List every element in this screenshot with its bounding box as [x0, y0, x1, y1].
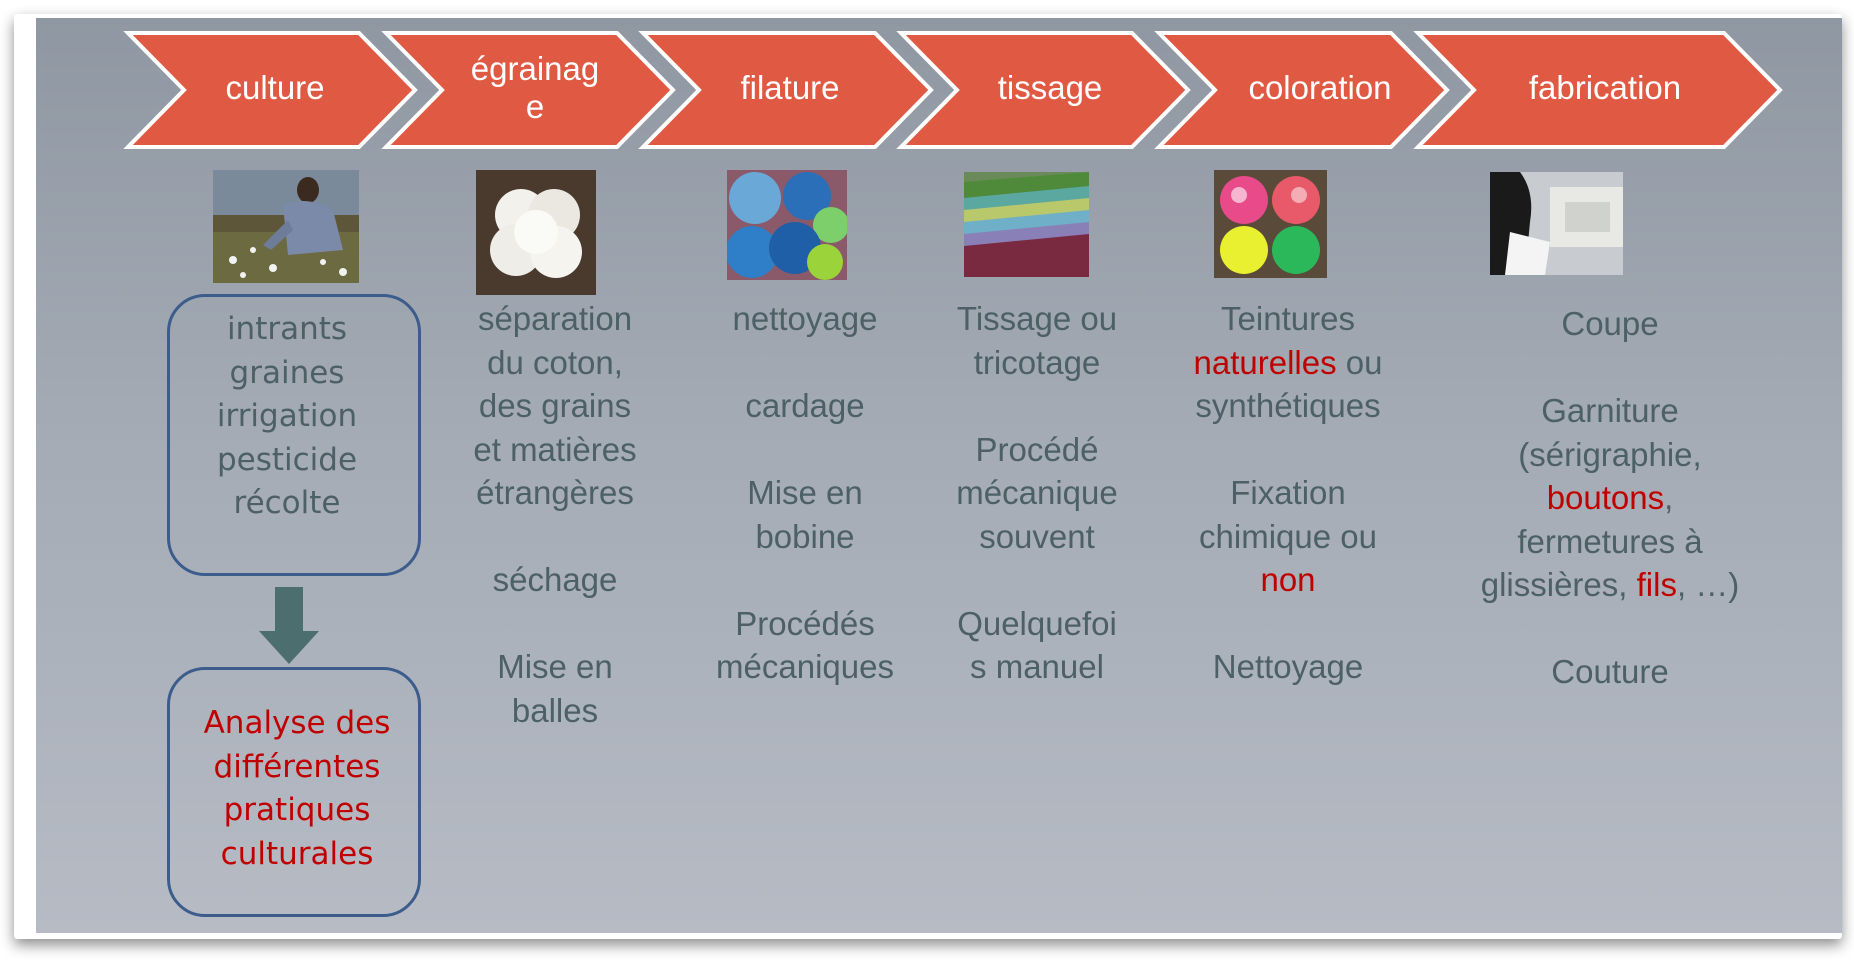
down-arrow-icon — [259, 587, 319, 664]
culture-item: pesticide — [216, 441, 358, 478]
text-line: Tissage ou — [956, 300, 1118, 337]
step-egrainage-line1: égrainag — [470, 50, 600, 87]
chevron-tissage — [896, 31, 1191, 149]
text-line: nettoyage — [732, 300, 878, 337]
text-line: s manuel — [970, 648, 1104, 685]
text-line: des grains — [478, 387, 632, 424]
text-line: balles — [511, 691, 599, 729]
analysis-line: culturales — [220, 835, 374, 872]
text-line: Fixation — [1230, 474, 1346, 511]
chevron-culture — [123, 31, 418, 149]
yarn-balls-photo — [727, 170, 847, 280]
highlight-text: fils — [1636, 566, 1677, 603]
text-line: Mise en — [747, 474, 863, 511]
chevron-coloration — [1154, 31, 1450, 149]
text-line: Nettoyage — [1212, 648, 1364, 685]
cotton-boll-photo — [476, 170, 596, 295]
text-line: séchage — [492, 561, 618, 598]
step-tissage-label: tissage — [997, 69, 1103, 106]
fabric-stack-photo — [964, 172, 1089, 277]
chevron-egrainage — [381, 31, 676, 149]
text-line: mécaniques — [716, 648, 894, 685]
text-line: Coupe — [1561, 305, 1659, 342]
text-fragment: , …) — [1676, 566, 1740, 603]
text-line: étrangères — [476, 474, 634, 511]
step-filature-label: filature — [740, 69, 840, 106]
text-line: Couture — [1551, 653, 1669, 690]
text-line: séparation — [477, 300, 633, 337]
coloration-description: Teintures naturelles ou synthétiques Fix… — [1168, 297, 1408, 689]
culture-inputs-box — [167, 294, 421, 576]
text-line: souvent — [979, 517, 1095, 555]
culture-item: récolte — [233, 485, 341, 521]
culture-item: intrants — [226, 311, 348, 347]
highlight-text: naturelles — [1193, 343, 1337, 381]
culture-inputs-list: intrants graines irrigation pesticide ré… — [167, 308, 407, 526]
egrainage-description: séparation du coton, des grains et matiè… — [445, 297, 665, 732]
text-line: Procédé — [975, 430, 1099, 468]
analysis-text: Analyse des différentes pratiques cultur… — [177, 702, 417, 876]
text-line: (sérigraphie, — [1518, 435, 1702, 473]
chevron-filature — [638, 31, 934, 149]
cotton-picker-photo — [213, 170, 359, 283]
step-egrainage-line2: e — [525, 88, 545, 125]
fabrication-description: Coupe Garniture (sérigraphie, boutons, f… — [1460, 302, 1760, 694]
sewing-machine-photo — [1490, 172, 1623, 275]
text-line: Teintures — [1221, 300, 1355, 337]
text-line: boutons, — [1460, 476, 1760, 520]
step-fabrication-label: fabrication — [1528, 69, 1682, 106]
text-line: glissières, fils, …) — [1460, 563, 1760, 607]
text-fragment: ou — [1336, 343, 1383, 381]
analysis-line: Analyse des — [203, 705, 391, 741]
text-fragment: , — [1664, 479, 1674, 516]
analysis-line: différentes — [213, 748, 381, 785]
step-egrainage-label: égrainag e — [405, 48, 665, 128]
text-line: bobine — [755, 517, 855, 555]
highlight-text: boutons — [1546, 479, 1665, 516]
chevron-fabrication — [1413, 31, 1783, 149]
step-culture-label: culture — [225, 69, 325, 106]
culture-item: irrigation — [216, 398, 358, 434]
analysis-box — [167, 667, 421, 917]
text-line: chimique ou — [1199, 517, 1377, 555]
step-coloration-label: coloration — [1248, 69, 1392, 106]
text-line: synthétiques — [1195, 387, 1381, 424]
dye-buckets-photo — [1214, 170, 1327, 278]
text-line: du coton, — [487, 343, 623, 381]
text-line: naturelles ou — [1168, 341, 1408, 385]
culture-item: graines — [229, 354, 345, 391]
text-line: tricotage — [973, 343, 1101, 381]
text-line: mécanique — [956, 474, 1118, 511]
text-line: Garniture — [1541, 392, 1679, 429]
text-fragment: glissières, — [1480, 566, 1637, 603]
text-line: cardage — [745, 387, 865, 424]
text-line: Mise en — [497, 648, 613, 685]
text-line: Procédés — [735, 604, 875, 642]
analysis-line: pratiques — [223, 792, 371, 828]
text-line: Quelquefoi — [957, 604, 1117, 642]
text-line: fermetures à — [1517, 522, 1703, 560]
tissage-description: Tissage ou tricotage Procédé mécanique s… — [927, 297, 1147, 689]
filature-description: nettoyage cardage Mise en bobine Procédé… — [690, 297, 920, 689]
text-line: et matières — [473, 430, 637, 468]
highlight-text: non — [1260, 561, 1316, 598]
